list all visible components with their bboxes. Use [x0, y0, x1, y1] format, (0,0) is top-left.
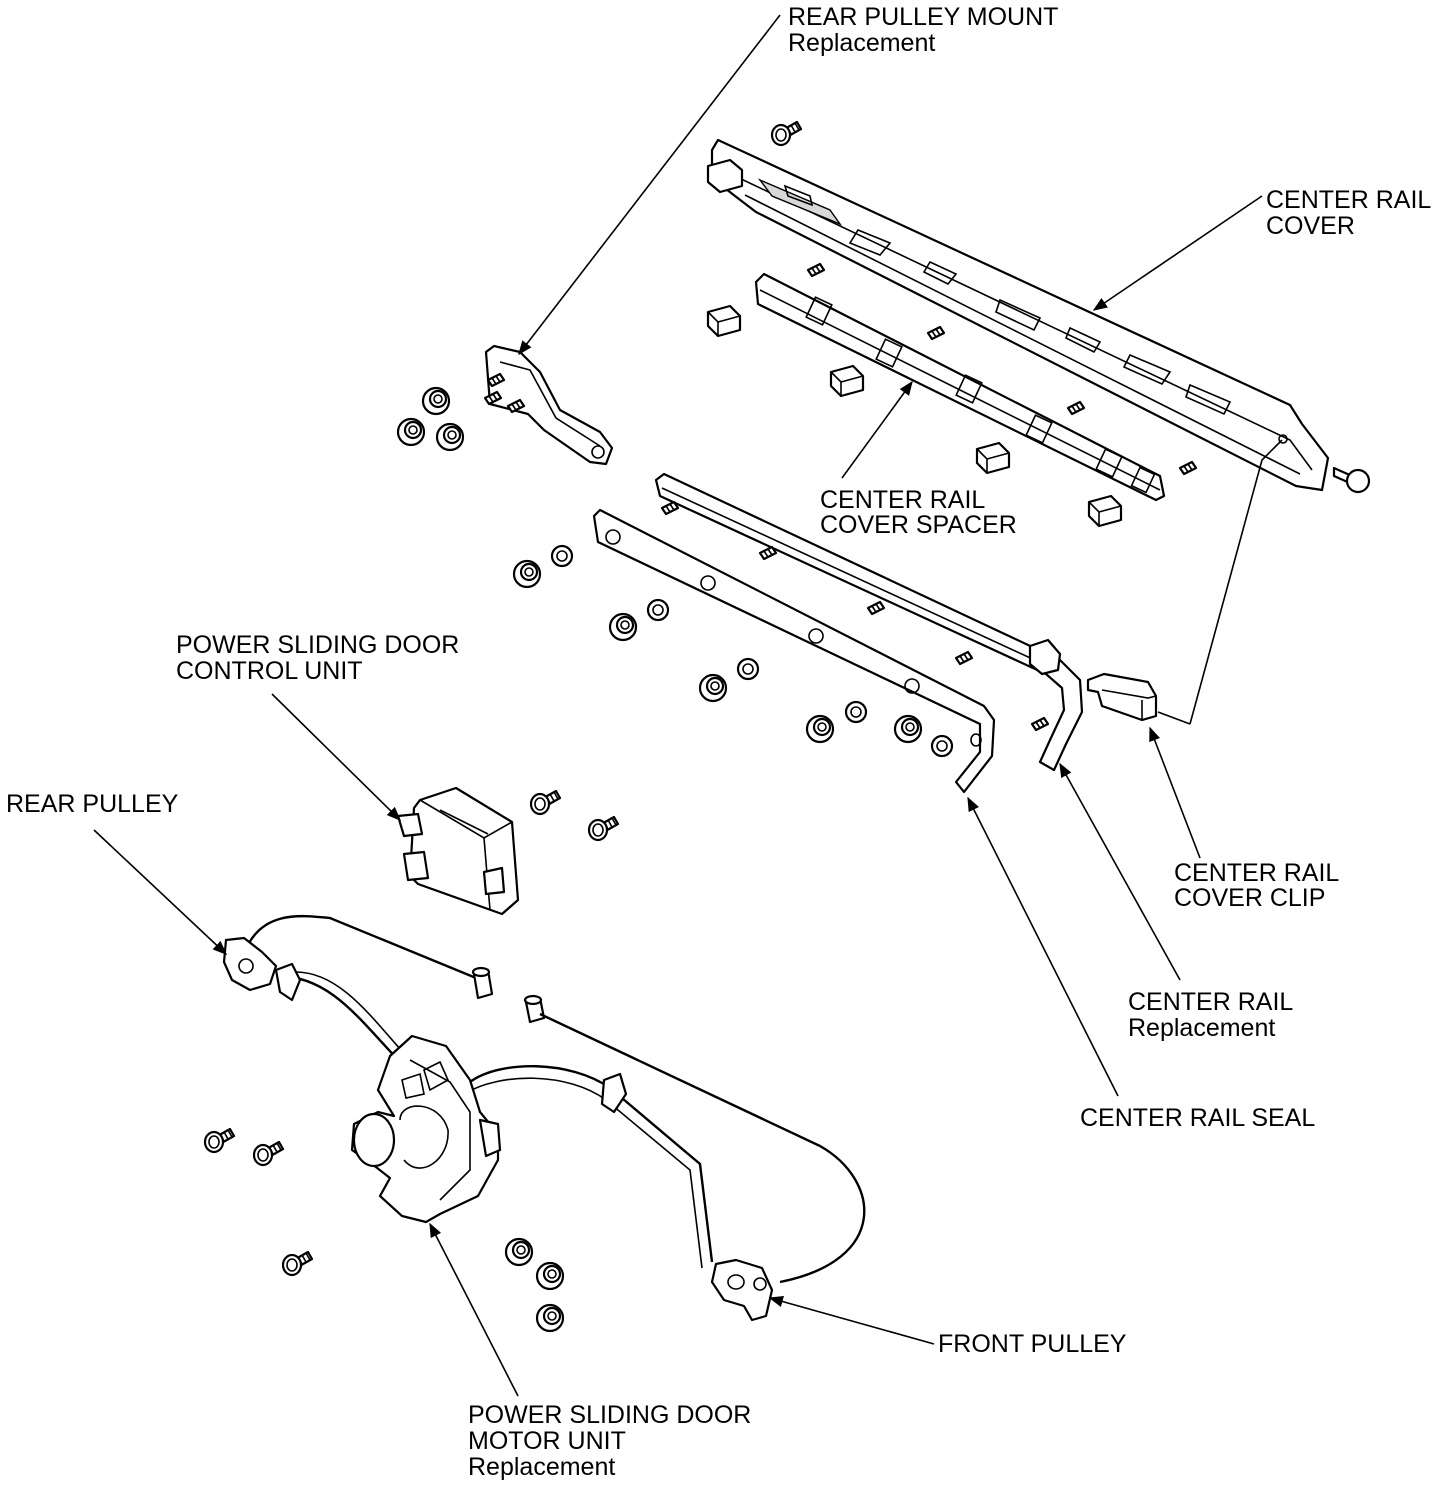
spacer-clip-2 [829, 364, 865, 398]
label-center-rail: CENTER RAIL Replacement [1128, 988, 1299, 1042]
spacer-clip-4 [1087, 494, 1123, 528]
rail-nut-5 [893, 714, 923, 744]
motor-bolt-1 [203, 1127, 236, 1154]
leader-center-rail-cover-spacer [841, 380, 913, 479]
label-center-rail-cover: CENTER RAIL COVER [1266, 186, 1437, 240]
cable-end-cap-2 [523, 994, 546, 1024]
rail-stud-3 [866, 600, 886, 616]
leader-rear-pulley-mount [518, 14, 781, 356]
cover-pin [1332, 466, 1371, 494]
cover-bolt [770, 120, 803, 147]
spacer-clip-1 [706, 304, 742, 338]
rail-washer-2 [646, 598, 670, 622]
leader-rear-pulley [93, 829, 228, 955]
label-front-pulley: FRONT PULLEY [938, 1330, 1127, 1358]
motor-bolt-3 [281, 1250, 314, 1277]
rail-stud-4 [954, 650, 974, 666]
rail-washer-3 [736, 657, 760, 681]
rail-washer-5 [930, 734, 954, 758]
front-pulley [710, 1258, 774, 1322]
motor-unit [350, 1034, 502, 1224]
cable-end-cap-1 [471, 966, 494, 1000]
label-motor-unit: POWER SLIDING DOOR MOTOR UNIT Replacemen… [468, 1401, 758, 1481]
motor-nut-1 [504, 1237, 534, 1267]
rail-nut-4 [805, 714, 835, 744]
label-rear-pulley: REAR PULLEY [6, 790, 179, 818]
leader-center-rail-cover [1092, 195, 1263, 311]
label-center-rail-cover-spacer: CENTER RAIL COVER SPACER [820, 486, 1017, 539]
rail-nut-3 [698, 673, 728, 703]
spacer-screw-4 [1178, 460, 1198, 476]
mount-nut-1 [421, 386, 451, 416]
motor-nut-3 [535, 1303, 565, 1333]
rail-stud-5 [1030, 716, 1050, 732]
rail-nut-2 [608, 612, 638, 642]
center-rail-cover-clip [1086, 672, 1158, 722]
center-rail [654, 472, 1084, 772]
center-rail-cover [706, 138, 1330, 492]
label-center-rail-seal: CENTER RAIL SEAL [1080, 1104, 1315, 1132]
leader-front-pulley [768, 1295, 935, 1345]
control-unit [396, 786, 520, 916]
mount-nut-2 [396, 417, 426, 447]
spacer-clip-3 [975, 441, 1011, 475]
label-control-unit: POWER SLIDING DOOR CONTROL UNIT [176, 631, 466, 685]
center-rail-seal [592, 508, 996, 794]
cable-guide-clip [600, 1072, 628, 1114]
leader-control-unit [271, 693, 402, 822]
control-unit-screw-1 [529, 789, 562, 816]
leader-motor-unit [429, 1222, 519, 1397]
rear-pulley-mount [484, 344, 614, 466]
rail-stud-2 [758, 545, 778, 561]
leader-center-rail-cover-clip [1149, 726, 1201, 859]
rail-stud-1 [660, 500, 680, 516]
mount-nut-3 [435, 422, 465, 452]
label-rear-pulley-mount: REAR PULLEY MOUNT Replacement [788, 3, 1065, 57]
motor-bolt-2 [252, 1140, 285, 1167]
leader-center-rail-seal [967, 796, 1119, 1097]
spacer-screw-3 [1066, 400, 1086, 416]
rear-pulley [222, 936, 302, 1002]
rail-washer-4 [844, 700, 868, 724]
rail-nut-1 [512, 559, 542, 589]
spacer-screw-1 [806, 262, 826, 278]
label-center-rail-cover-clip: CENTER RAIL COVER CLIP [1174, 859, 1345, 912]
control-unit-screw-2 [587, 815, 620, 842]
spacer-screw-2 [926, 325, 946, 341]
rail-washer-1 [550, 544, 574, 568]
motor-nut-2 [535, 1261, 565, 1291]
center-rail-cover-spacer [754, 272, 1166, 502]
leader-center-rail [1059, 762, 1181, 981]
